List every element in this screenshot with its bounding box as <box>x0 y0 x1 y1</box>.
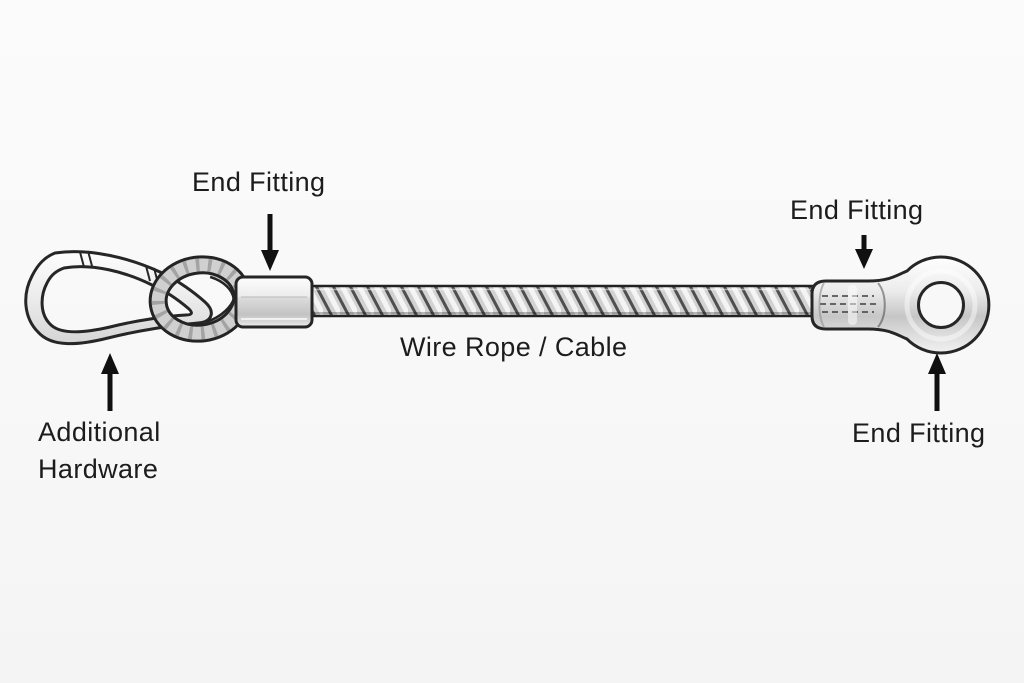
label-end-fitting-top-left: End Fitting <box>192 167 326 197</box>
ferrule-graphic <box>234 275 314 329</box>
label-end-fitting-bottom-right: End Fitting <box>852 418 986 448</box>
arrow-end-fitting-bottom-right <box>928 353 946 411</box>
eye-fitting-graphic <box>810 255 991 355</box>
label-additional-hardware-line1: Additional <box>38 417 161 447</box>
wire-rope-graphic <box>304 284 822 318</box>
label-end-fitting-top-right: End Fitting <box>790 195 924 225</box>
label-additional-hardware: Additional Hardware <box>38 414 161 488</box>
label-additional-hardware-line2: Hardware <box>38 454 159 484</box>
arrow-end-fitting-top-right <box>855 235 873 269</box>
arrow-end-fitting-top-left <box>261 214 279 271</box>
label-wire-rope-cable: Wire Rope / Cable <box>400 332 628 362</box>
arrow-additional-hardware <box>101 353 119 411</box>
